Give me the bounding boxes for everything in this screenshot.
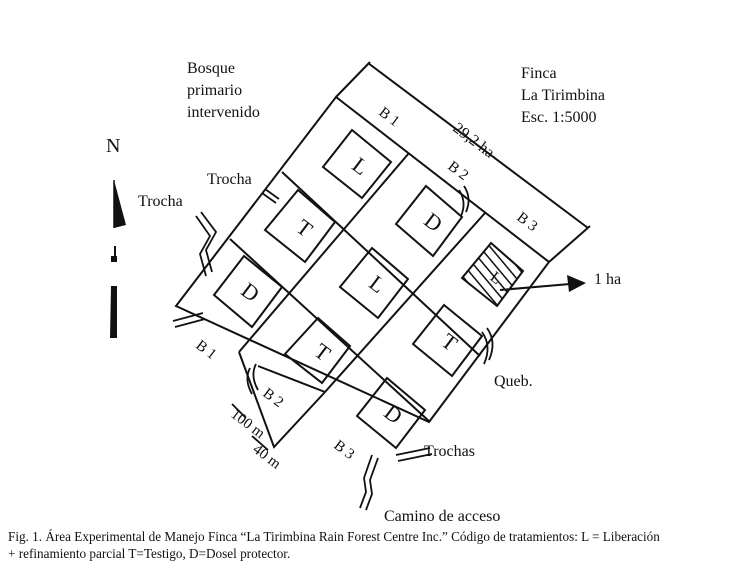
- trochas-label: Trochas: [424, 443, 475, 460]
- figure-caption: Fig. 1. Área Experimental de Manejo Finc…: [8, 528, 733, 562]
- b3-bottom-label: B 3: [331, 437, 358, 463]
- area-label: 29,2 ha: [450, 120, 498, 162]
- dim-ticks: [231, 403, 269, 451]
- caption-line-2: + refinamiento parcial T=Testigo, D=Dose…: [8, 546, 291, 561]
- finca-line-3: Esc. 1:5000: [521, 109, 597, 126]
- plot-square-r2c2: [338, 246, 410, 320]
- plot-square-r1c1: [321, 128, 393, 200]
- trocha-left-label: Trocha: [138, 193, 183, 210]
- b2-strip-edge: [238, 351, 326, 449]
- plot-square-r3c3: [411, 303, 484, 378]
- plot-label-r2c3: D: [237, 277, 265, 307]
- plots: [212, 128, 484, 450]
- b1-top-label: B 1: [376, 104, 403, 130]
- plot-label-r2c2: L: [365, 270, 391, 298]
- bosque-line-2: primario: [187, 82, 242, 99]
- trocha-top-mark: [261, 188, 280, 204]
- area-dim-line: [367, 62, 589, 229]
- north-arrow: [110, 180, 126, 338]
- grid-line-c: [238, 152, 410, 353]
- b2-bottom-label: B 2: [260, 385, 287, 411]
- trochas-mark: [395, 447, 433, 462]
- finca-line-1: Finca: [521, 65, 557, 82]
- grid-line-d: [324, 212, 486, 393]
- b1-left-label: B 1: [193, 337, 220, 363]
- plot-square-r3c2: [283, 316, 352, 385]
- b2-strip-line: [257, 365, 326, 393]
- queb-mark: [481, 327, 494, 365]
- north-label: N: [106, 135, 120, 157]
- one-ha-arrow: [499, 275, 586, 292]
- plot-square-r1c2: [263, 188, 337, 264]
- block-grid: [174, 61, 591, 449]
- bosque-line-1: Bosque: [187, 60, 235, 77]
- b2-top-creek: [458, 185, 470, 217]
- trocha-left-mark: [195, 211, 218, 277]
- finca-line-2: La Tirimbina: [521, 87, 605, 104]
- area-dim-tick-right: [548, 225, 591, 263]
- plot-label-r2c1: D: [420, 207, 448, 237]
- b3-right-label: B 3: [514, 209, 541, 235]
- b2-top-label: B 2: [445, 158, 472, 184]
- trocha-top-label: Trocha: [207, 171, 252, 188]
- crossing-marks: [172, 185, 494, 511]
- area-dim-tick-top: [335, 61, 371, 98]
- plot-square-r4c3: [355, 376, 427, 450]
- one-ha-label: 1 ha: [594, 271, 621, 288]
- camino-path: [359, 454, 379, 511]
- plot-square-r2c1: [394, 184, 464, 258]
- dim-40-label: 40 m: [250, 441, 284, 472]
- scale-bar-icon: [110, 286, 117, 338]
- bosque-line-3: intervenido: [187, 104, 260, 121]
- b2-bottom-creek: [246, 363, 259, 395]
- plot-label-r3c2: T: [310, 338, 336, 366]
- north-arrow-head-icon: [114, 180, 126, 228]
- queb-label: Queb.: [494, 373, 533, 390]
- plot-label-r4c3: D: [380, 399, 408, 429]
- caption-line-1: Fig. 1. Área Experimental de Manejo Finc…: [8, 529, 660, 544]
- plot-label-r1c1: L: [348, 152, 374, 180]
- grid-line-b: [229, 238, 431, 423]
- grid-line-a: [281, 171, 481, 357]
- plot-label-r1c2: T: [292, 214, 318, 242]
- b1-left-mark: [172, 312, 206, 328]
- plot-square-r2c0: [212, 254, 284, 329]
- plot-label-r3c3: T: [437, 328, 463, 356]
- camino-label: Camino de acceso: [384, 508, 500, 525]
